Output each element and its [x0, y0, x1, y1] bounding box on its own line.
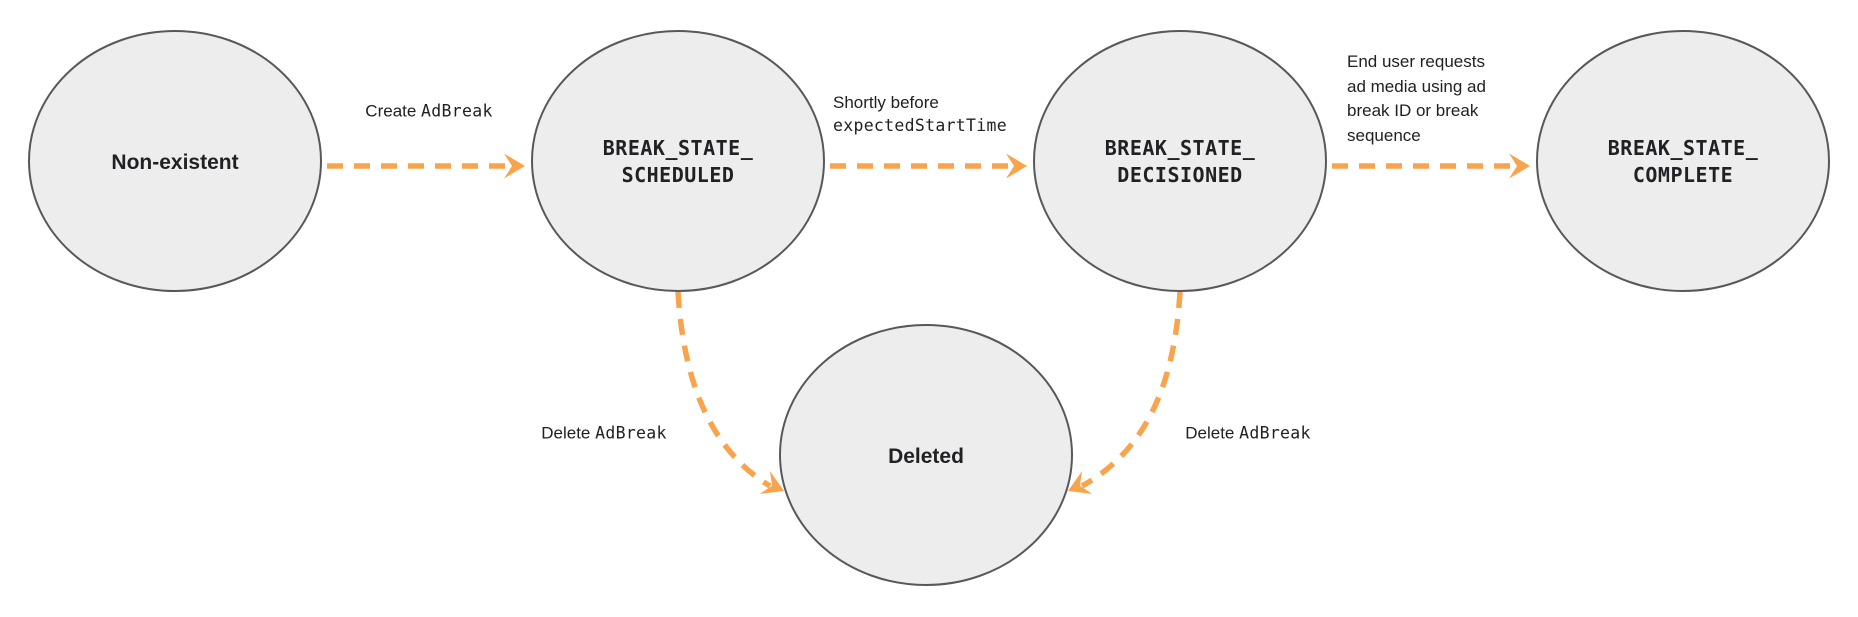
arrowhead-icon: [504, 153, 525, 179]
state-label-line: SCHEDULED: [621, 163, 735, 187]
state-node-break-state-complete: [1536, 30, 1830, 292]
transition-label-text: Shortly before: [833, 93, 939, 112]
transition-label-text: Create: [365, 101, 422, 121]
transition-label-code: expectedStartTime: [833, 116, 1007, 135]
arrowhead-icon: [759, 471, 784, 494]
state-label-deleted: Deleted: [888, 445, 964, 468]
arrowhead-icon: [1509, 153, 1530, 179]
state-node-break-state-scheduled: [531, 30, 825, 292]
transition-label-text: End user requests: [1347, 52, 1485, 71]
state-node-break-state-decisioned: [1033, 30, 1327, 292]
state-label-line: COMPLETE: [1632, 163, 1734, 187]
state-node-deleted: [779, 324, 1073, 586]
arrowhead-icon: [1006, 153, 1027, 179]
transition-label-text: Delete: [1185, 423, 1240, 443]
state-label-line: BREAK_STATE_: [1607, 136, 1759, 160]
arrowhead-icon: [1068, 471, 1093, 494]
transition-label-code: AdBreak: [595, 423, 667, 443]
transition-label-text: Delete: [541, 423, 596, 443]
transition-label-delete-adbreak-left: Delete AdBreak: [541, 422, 667, 445]
state-label-break-state-complete: BREAK_STATE_ COMPLETE: [1608, 135, 1759, 189]
transition-label-delete-adbreak-right: Delete AdBreak: [1185, 422, 1311, 445]
state-label-non-existent: Non-existent: [111, 151, 239, 174]
state-label-line: BREAK_STATE_: [1104, 136, 1256, 160]
transition-arrow-delete-adbreak-right: [1080, 291, 1183, 489]
transition-label-shortly-before: Shortly before expectedStartTime: [833, 91, 1007, 137]
transition-label-create-adbreak: Create AdBreak: [365, 100, 492, 123]
transition-label-code: AdBreak: [421, 101, 493, 121]
state-node-non-existent: [28, 30, 322, 292]
state-label-break-state-decisioned: BREAK_STATE_ DECISIONED: [1105, 135, 1256, 189]
transition-label-text: ad media using ad: [1347, 76, 1486, 96]
transition-label-text: sequence: [1347, 125, 1421, 145]
transition-label-end-user-requests: End user requests ad media using ad brea…: [1347, 50, 1486, 148]
state-label-line: BREAK_STATE_: [602, 136, 754, 160]
transition-arrow-delete-adbreak-left: [675, 291, 772, 489]
transition-label-code: AdBreak: [1239, 423, 1311, 443]
state-label-break-state-scheduled: BREAK_STATE_ SCHEDULED: [603, 135, 754, 189]
transition-label-text: break ID or break: [1347, 101, 1479, 120]
state-label-line: DECISIONED: [1117, 163, 1243, 187]
